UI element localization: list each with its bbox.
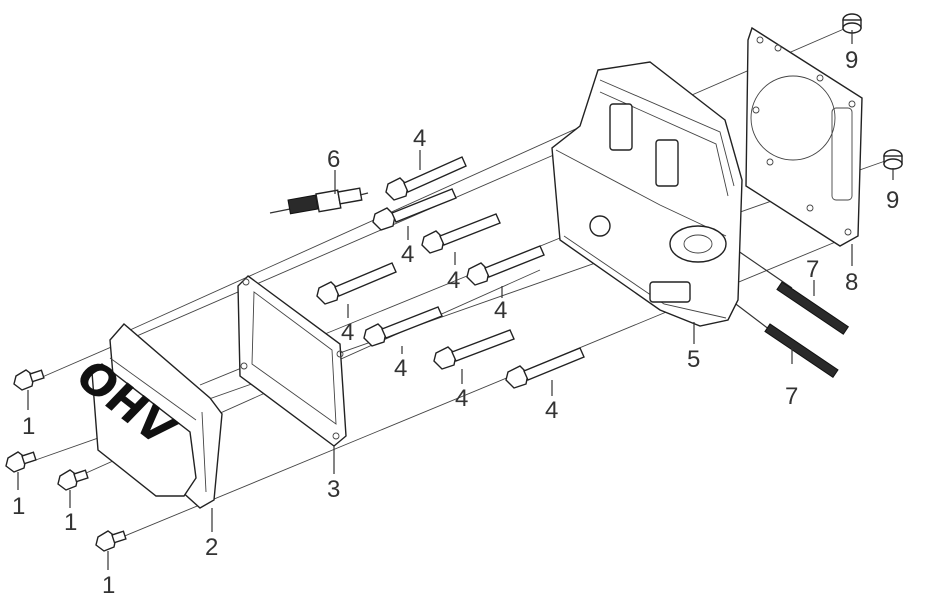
- cover-bolt-3: [57, 469, 89, 491]
- callouts: 1 1 1 1 2 3 4 4 4 4 4 4 4 4 5 6 7 7 8 9 …: [12, 47, 899, 599]
- callout-9: 9: [845, 47, 858, 74]
- callout-6: 6: [327, 146, 340, 173]
- callout-8: 8: [845, 269, 858, 296]
- callout-2: 2: [205, 534, 218, 561]
- bolt-7: [433, 329, 515, 370]
- callout-1: 1: [22, 413, 35, 440]
- cover-bolt-1: [13, 369, 45, 391]
- cover-bolt-4: [95, 530, 127, 552]
- callout-1: 1: [64, 509, 77, 536]
- callout-4: 4: [341, 319, 354, 346]
- callout-9: 9: [886, 187, 899, 214]
- callout-5: 5: [687, 346, 700, 373]
- callout-4: 4: [401, 241, 414, 268]
- bolt-1: [385, 156, 467, 201]
- valve-cover: OHV: [65, 323, 223, 509]
- head-gasket: [745, 26, 863, 247]
- callout-7: 7: [806, 256, 819, 283]
- bolt-4: [466, 245, 545, 286]
- callout-4: 4: [545, 397, 558, 424]
- bolt-6: [363, 306, 443, 347]
- callout-4: 4: [413, 125, 426, 152]
- stud-upper: [727, 243, 850, 335]
- callout-7: 7: [785, 383, 798, 410]
- callout-4: 4: [394, 355, 407, 382]
- cylinder-head: [551, 61, 743, 327]
- callout-4: 4: [455, 385, 468, 412]
- callout-4: 4: [494, 297, 507, 324]
- stud-lower: [719, 291, 839, 379]
- bolt-5: [316, 262, 397, 305]
- bolt-3: [421, 213, 501, 254]
- dowel-pin-lower: [883, 149, 903, 170]
- spark-plug: [269, 187, 369, 215]
- callout-3: 3: [327, 476, 340, 503]
- callout-1: 1: [12, 493, 25, 520]
- bolt-2: [372, 188, 457, 231]
- leader-lines: [17, 30, 894, 570]
- callout-4: 4: [447, 267, 460, 294]
- bolt-8: [505, 347, 585, 389]
- callout-1: 1: [102, 572, 115, 599]
- cover-bolt-2: [5, 451, 37, 473]
